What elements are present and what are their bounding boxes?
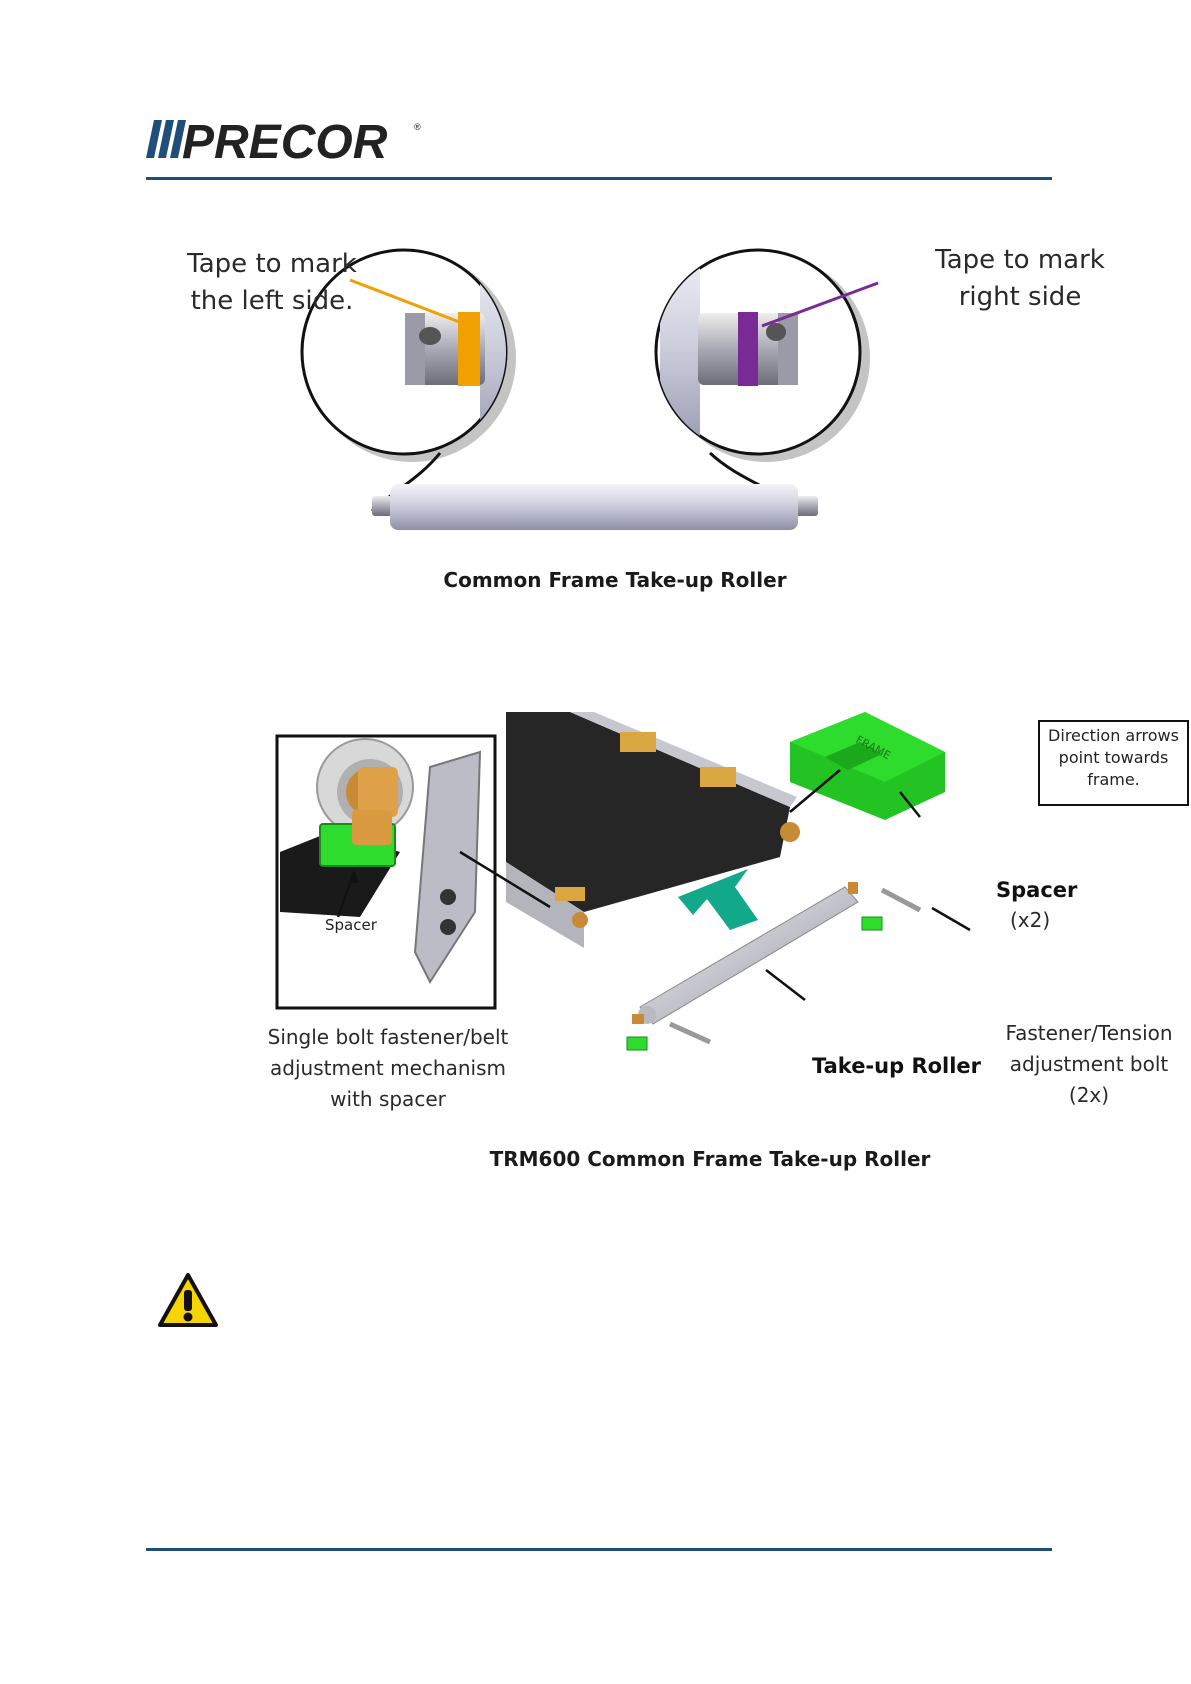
inset-spacer-label: Spacer — [325, 916, 378, 934]
warning-icon — [157, 1272, 219, 1328]
direction-arrows-note: Direction arrows point towards frame. — [1038, 720, 1189, 806]
header-rule — [146, 177, 1052, 180]
precor-logo: PRECOR ® — [146, 108, 426, 168]
fastener-callout: Fastener/Tension adjustment bolt (2x) — [994, 1018, 1184, 1111]
brand-wordmark: PRECOR — [182, 116, 388, 168]
spacer-label: Spacer — [996, 878, 1077, 902]
take-up-roller-label: Take-up Roller — [812, 1054, 981, 1078]
spacer-quantity: (x2) — [1010, 908, 1050, 932]
figure1-caption: Common Frame Take-up Roller — [400, 568, 830, 592]
right-side-callout: Tape to mark right side — [920, 242, 1120, 316]
svg-text:®: ® — [414, 122, 421, 132]
left-side-callout: Tape to mark the left side. — [172, 246, 372, 320]
figure2-caption: TRM600 Common Frame Take-up Roller — [470, 1147, 950, 1171]
right-tape-mark — [738, 312, 758, 386]
take-up-roller-body — [390, 484, 798, 530]
mechanism-callout: Single bolt fastener/belt adjustment mec… — [252, 1022, 524, 1115]
footer-rule — [146, 1548, 1052, 1551]
